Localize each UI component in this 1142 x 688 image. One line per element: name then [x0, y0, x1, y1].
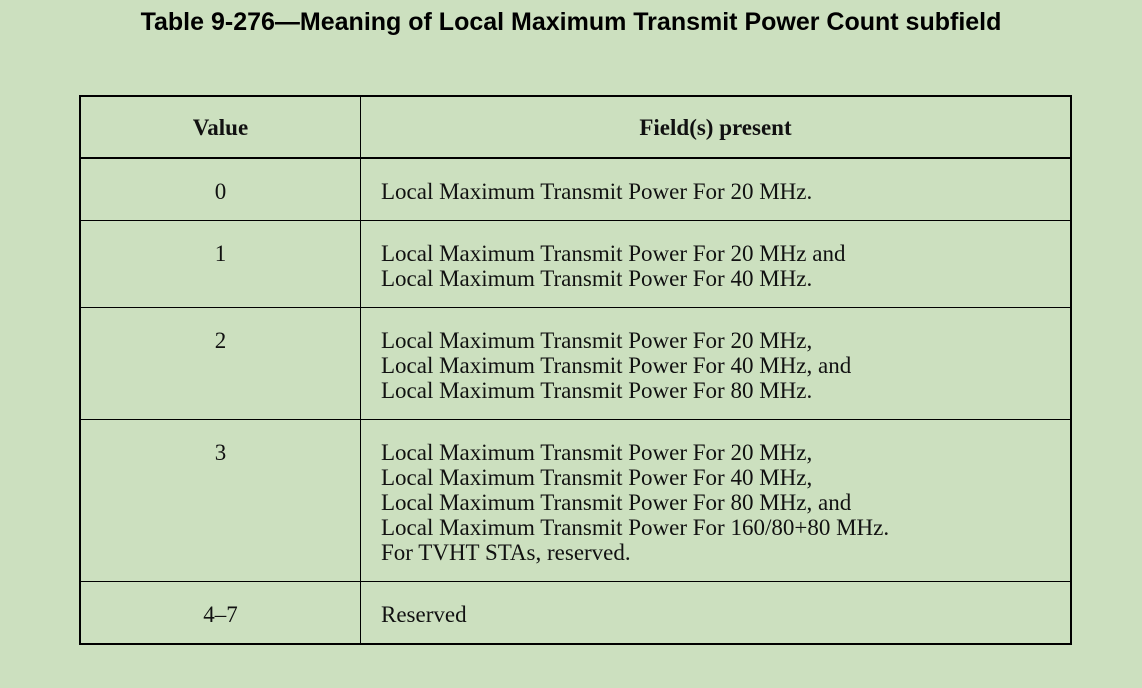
cell-value: 2: [79, 307, 361, 420]
field-line: Local Maximum Transmit Power For 80 MHz,…: [381, 490, 852, 515]
cell-value: 3: [79, 419, 361, 582]
cell-fields: Local Maximum Transmit Power For 20 MHz,…: [360, 419, 1072, 582]
cell-fields: Reserved: [360, 581, 1072, 645]
field-line: Reserved: [381, 602, 467, 627]
cell-value: 1: [79, 220, 361, 308]
field-line: Local Maximum Transmit Power For 160/80+…: [381, 515, 890, 540]
field-line: Local Maximum Transmit Power For 40 MHz,…: [381, 353, 852, 378]
table-row: 2 Local Maximum Transmit Power For 20 MH…: [79, 307, 1072, 420]
table-caption: Table 9-276—Meaning of Local Maximum Tra…: [140, 8, 1002, 36]
cell-fields: Local Maximum Transmit Power For 20 MHz.: [360, 157, 1072, 221]
table-row: 4–7 Reserved: [79, 581, 1072, 645]
field-line: Local Maximum Transmit Power For 80 MHz.: [381, 378, 813, 403]
header-value: Value: [79, 95, 361, 159]
field-line: Local Maximum Transmit Power For 20 MHz,: [381, 328, 813, 353]
power-count-table: Value Field(s) present 0 Local Maximum T…: [79, 95, 1072, 645]
field-line: For TVHT STAs, reserved.: [381, 540, 631, 565]
field-line: Local Maximum Transmit Power For 20 MHz …: [381, 241, 846, 266]
field-line: Local Maximum Transmit Power For 40 MHz,: [381, 465, 813, 490]
cell-fields: Local Maximum Transmit Power For 20 MHz,…: [360, 307, 1072, 420]
table-header-row: Value Field(s) present: [79, 95, 1072, 159]
table-row: 3 Local Maximum Transmit Power For 20 MH…: [79, 419, 1072, 582]
header-fields-present: Field(s) present: [360, 95, 1072, 159]
field-line: Local Maximum Transmit Power For 20 MHz,: [381, 440, 813, 465]
table-row: 1 Local Maximum Transmit Power For 20 MH…: [79, 220, 1072, 308]
cell-value: 0: [79, 157, 361, 221]
cell-fields: Local Maximum Transmit Power For 20 MHz …: [360, 220, 1072, 308]
table-row: 0 Local Maximum Transmit Power For 20 MH…: [79, 157, 1072, 221]
cell-value: 4–7: [79, 581, 361, 645]
field-line: Local Maximum Transmit Power For 40 MHz.: [381, 266, 813, 291]
field-line: Local Maximum Transmit Power For 20 MHz.: [381, 179, 813, 204]
